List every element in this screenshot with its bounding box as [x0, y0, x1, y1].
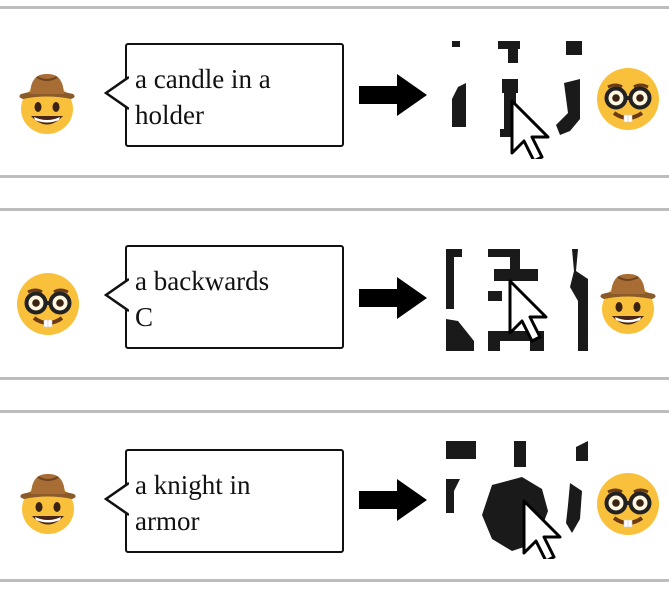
cowboy-face-icon [14, 467, 82, 535]
speech-text: a backwards C [135, 266, 270, 332]
speech-tail [103, 481, 129, 517]
panel-3: a knight in armor [0, 410, 669, 582]
drawing-canvas[interactable] [444, 39, 590, 159]
speech-text: a candle in a holder [135, 64, 271, 130]
nerd-face-icon [594, 65, 662, 133]
drawing-canvas[interactable] [444, 439, 590, 559]
cursor-icon [508, 279, 548, 343]
speech-tail [103, 75, 129, 111]
cursor-icon [522, 499, 562, 559]
panel-1: a candle in a holder [0, 6, 669, 178]
speech-text: a knight in armor [135, 470, 251, 536]
cowboy-face-icon [13, 67, 81, 135]
panel-2: a backwards C [0, 208, 669, 380]
speech-bubble: a backwards C [103, 245, 344, 349]
drawn-strokes [446, 249, 588, 351]
speech-bubble: a knight in armor [103, 449, 344, 553]
right-arrow-icon [359, 72, 429, 118]
cowboy-face-icon [594, 267, 662, 335]
nerd-face-icon [594, 470, 662, 538]
speech-bubble: a candle in a holder [103, 43, 344, 147]
speech-tail [103, 277, 129, 313]
drawing-canvas[interactable] [444, 241, 590, 361]
right-arrow-icon [359, 477, 429, 523]
nerd-face-icon [14, 270, 82, 338]
drawn-strokes [446, 441, 588, 551]
cursor-icon [510, 99, 550, 159]
right-arrow-icon [359, 275, 429, 321]
